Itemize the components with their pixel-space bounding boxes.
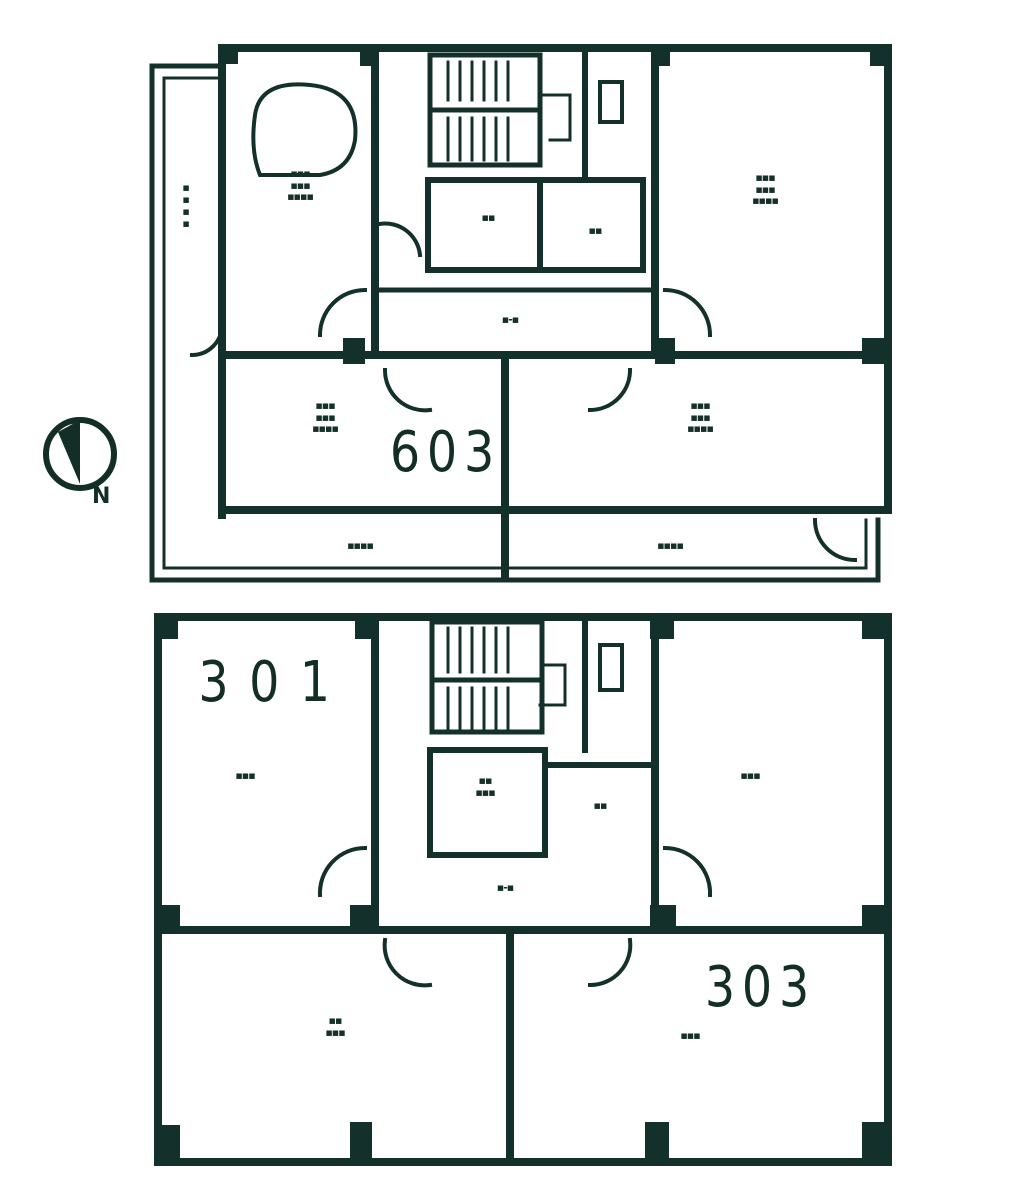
unit-number-303: 303 <box>704 955 817 1020</box>
upper-south-balcony-left-label: ▪▪▪▪ <box>347 539 374 552</box>
upper-floor-walls <box>149 44 892 583</box>
upper-south-balcony-right-label: ▪▪▪▪ <box>657 539 684 552</box>
lower-nw-room-label: ▪▪▪ <box>235 769 255 782</box>
lower-elevator-label: ▪▪ ▪▪▪ <box>475 774 495 799</box>
lower-floor-walls <box>154 613 892 1166</box>
upper-wc-label: ▪▪ <box>588 224 603 237</box>
compass-north-label: N <box>92 484 111 509</box>
upper-stair-treads <box>446 60 572 162</box>
lower-se-room-label: ▪▪▪ <box>680 1029 700 1042</box>
upper-elevator-label: ▪▪ <box>481 211 496 224</box>
lower-pillars <box>154 613 890 1163</box>
upper-bath-fixture <box>251 82 358 177</box>
upper-hall-label: ▪-▪ <box>501 313 519 326</box>
upper-door-swings <box>189 221 858 563</box>
upper-west-balcony-label: ▪▪▪▪ <box>179 181 193 229</box>
upper-se-room-label: ▪▪▪ ▪▪▪ ▪▪▪▪ <box>687 399 714 436</box>
lower-hall-label: ▪-▪ <box>496 881 514 894</box>
lower-sw-room-label: ▪▪ ▪▪▪ <box>325 1014 345 1039</box>
upper-nw-room-label: ▪▪▪ ▪▪▪ ▪▪▪▪ <box>287 167 314 204</box>
upper-pillars <box>222 44 888 364</box>
lower-wc-label: ▪▪ <box>593 799 608 812</box>
unit-number-301: 301 <box>198 650 351 715</box>
upper-sw-room-label: ▪▪▪ ▪▪▪ ▪▪▪▪ <box>312 399 339 436</box>
lower-ne-room-label: ▪▪▪ <box>740 769 760 782</box>
unit-number-603: 603 <box>389 420 502 485</box>
lower-stair-treads <box>446 626 567 730</box>
lower-door-swings <box>317 845 713 988</box>
north-compass-icon <box>43 417 117 491</box>
upper-ne-room-label: ▪▪▪ ▪▪▪ ▪▪▪▪ <box>752 171 779 208</box>
